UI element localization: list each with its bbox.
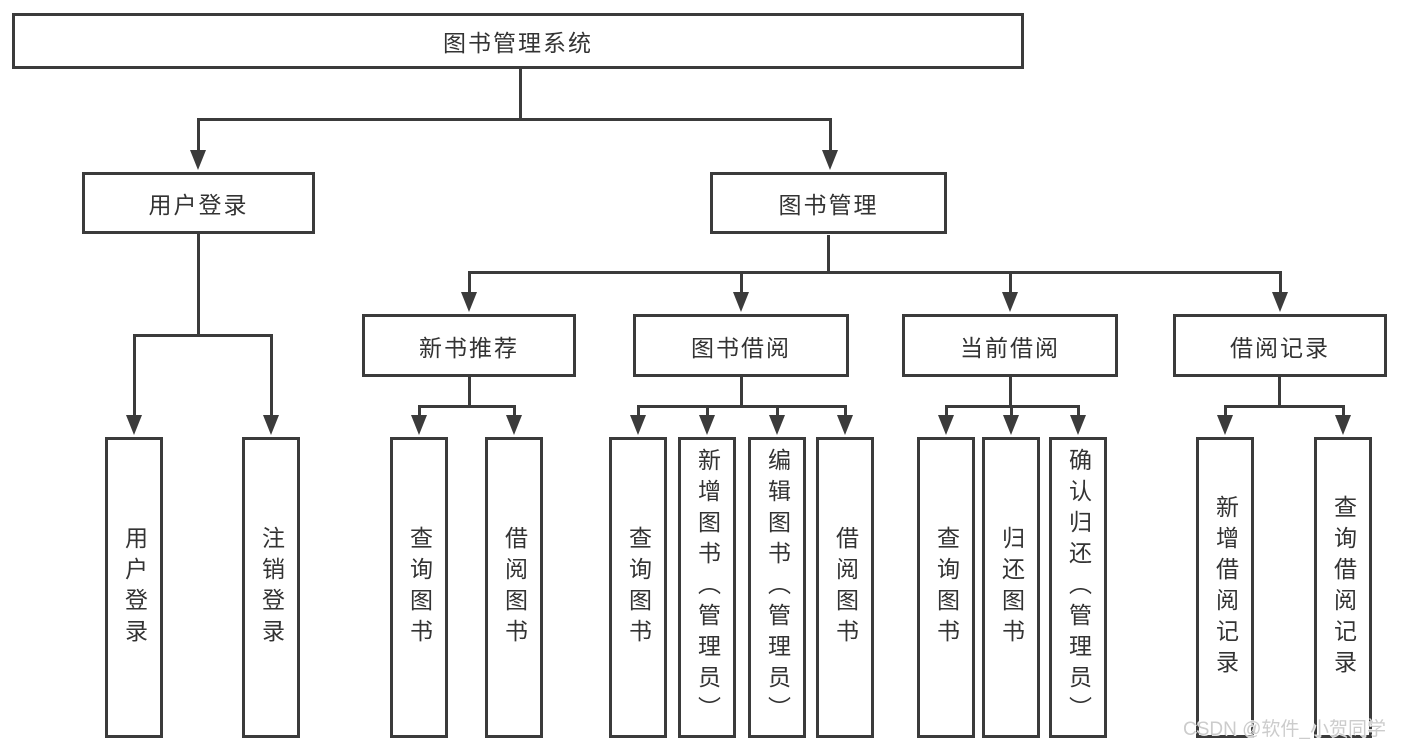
leaf-label: 用户登录 bbox=[121, 525, 148, 650]
connector-vline bbox=[1010, 405, 1013, 416]
connector-vline bbox=[519, 69, 522, 120]
connector-hline bbox=[197, 118, 831, 121]
leaf-logout: 注销登录 bbox=[242, 437, 300, 738]
connector-vline bbox=[197, 118, 200, 152]
connector-vline bbox=[945, 405, 948, 416]
leaf-label: 新增图书（管理员） bbox=[694, 448, 721, 727]
leaf-label: 查询图书 bbox=[406, 525, 433, 650]
leaf-label: 查询图书 bbox=[933, 525, 960, 650]
leaf-label: 借阅图书 bbox=[832, 525, 859, 650]
leaf-borrow-books: 借阅图书 bbox=[816, 437, 874, 738]
connector-vline bbox=[418, 405, 421, 416]
connector-hline bbox=[637, 405, 846, 408]
arrow-down-icon bbox=[938, 415, 954, 435]
node-library-management-system: 图书管理系统 bbox=[12, 13, 1024, 69]
node-label: 新书推荐 bbox=[419, 334, 519, 361]
connector-vline bbox=[706, 405, 709, 416]
arrow-down-icon bbox=[1335, 415, 1351, 435]
connector-vline bbox=[844, 405, 847, 416]
arrow-down-icon bbox=[769, 415, 785, 435]
node-book-borrowing: 图书借阅 bbox=[633, 314, 849, 377]
leaf-label: 确认归还（管理员） bbox=[1065, 448, 1092, 727]
arrow-down-icon bbox=[263, 415, 279, 435]
connector-vline bbox=[133, 334, 136, 417]
node-user-login: 用户登录 bbox=[82, 172, 315, 234]
leaf-label: 编辑图书（管理员） bbox=[764, 448, 791, 727]
leaf-label: 新增借阅记录 bbox=[1212, 494, 1239, 681]
leaf-add-book-admin: 新增图书（管理员） bbox=[678, 437, 736, 738]
connector-vline bbox=[270, 334, 273, 417]
leaf-label: 归还图书 bbox=[998, 525, 1025, 650]
leaf-return-book: 归还图书 bbox=[982, 437, 1040, 738]
connector-vline bbox=[637, 405, 640, 416]
leaf-label: 注销登录 bbox=[258, 525, 285, 650]
node-label: 图书管理 bbox=[778, 192, 879, 218]
connector-vline bbox=[197, 234, 200, 336]
node-label: 图书管理系统 bbox=[443, 30, 593, 56]
node-book-management: 图书管理 bbox=[710, 172, 947, 234]
leaf-borrow-books-recommend: 借阅图书 bbox=[485, 437, 543, 738]
connector-hline bbox=[1224, 405, 1344, 408]
arrow-down-icon bbox=[1002, 292, 1018, 312]
leaf-add-borrow-record: 新增借阅记录 bbox=[1196, 437, 1254, 738]
leaf-label: 查询借阅记录 bbox=[1330, 494, 1357, 681]
leaf-confirm-return-admin: 确认归还（管理员） bbox=[1049, 437, 1107, 738]
connector-vline bbox=[1224, 405, 1227, 416]
node-label: 当前借阅 bbox=[960, 334, 1060, 361]
node-label: 用户登录 bbox=[148, 192, 249, 218]
leaf-label: 借阅图书 bbox=[501, 525, 528, 650]
connector-hline bbox=[418, 405, 516, 408]
leaf-query-books-current: 查询图书 bbox=[917, 437, 975, 738]
connector-vline bbox=[1077, 405, 1080, 416]
connector-vline bbox=[740, 377, 743, 407]
connector-vline bbox=[1279, 271, 1282, 293]
arrow-down-icon bbox=[461, 292, 477, 312]
arrow-down-icon bbox=[1070, 415, 1086, 435]
connector-vline bbox=[740, 271, 743, 293]
connector-vline bbox=[513, 405, 516, 416]
connector-vline bbox=[1009, 377, 1012, 407]
arrow-down-icon bbox=[837, 415, 853, 435]
arrow-down-icon bbox=[733, 292, 749, 312]
csdn-watermark: CSDN @软件_小贺同学 bbox=[1183, 719, 1386, 740]
leaf-edit-book-admin: 编辑图书（管理员） bbox=[748, 437, 806, 738]
arrow-down-icon bbox=[411, 415, 427, 435]
connector-vline bbox=[1342, 405, 1345, 416]
connector-vline bbox=[468, 377, 471, 407]
arrow-down-icon bbox=[190, 150, 206, 170]
arrow-down-icon bbox=[1003, 415, 1019, 435]
node-current-borrowing: 当前借阅 bbox=[902, 314, 1118, 377]
connector-vline bbox=[1009, 271, 1012, 293]
leaf-user-login: 用户登录 bbox=[105, 437, 163, 738]
leaf-label: 查询图书 bbox=[625, 525, 652, 650]
leaf-query-books-borrowing: 查询图书 bbox=[609, 437, 667, 738]
connector-hline bbox=[133, 334, 273, 337]
arrow-down-icon bbox=[822, 150, 838, 170]
connector-vline bbox=[468, 271, 471, 293]
connector-vline bbox=[776, 405, 779, 416]
connector-vline bbox=[827, 235, 830, 273]
connector-hline bbox=[468, 271, 1282, 274]
node-borrowing-records: 借阅记录 bbox=[1173, 314, 1387, 377]
arrow-down-icon bbox=[126, 415, 142, 435]
arrow-down-icon bbox=[699, 415, 715, 435]
arrow-down-icon bbox=[1272, 292, 1288, 312]
node-label: 借阅记录 bbox=[1230, 334, 1330, 361]
leaf-query-borrow-record: 查询借阅记录 bbox=[1314, 437, 1372, 738]
arrow-down-icon bbox=[1217, 415, 1233, 435]
connector-vline bbox=[1278, 377, 1281, 407]
node-label: 图书借阅 bbox=[691, 334, 791, 361]
node-new-book-recommendation: 新书推荐 bbox=[362, 314, 576, 377]
leaf-query-books-recommend: 查询图书 bbox=[390, 437, 448, 738]
arrow-down-icon bbox=[506, 415, 522, 435]
connector-vline bbox=[829, 118, 832, 152]
arrow-down-icon bbox=[630, 415, 646, 435]
